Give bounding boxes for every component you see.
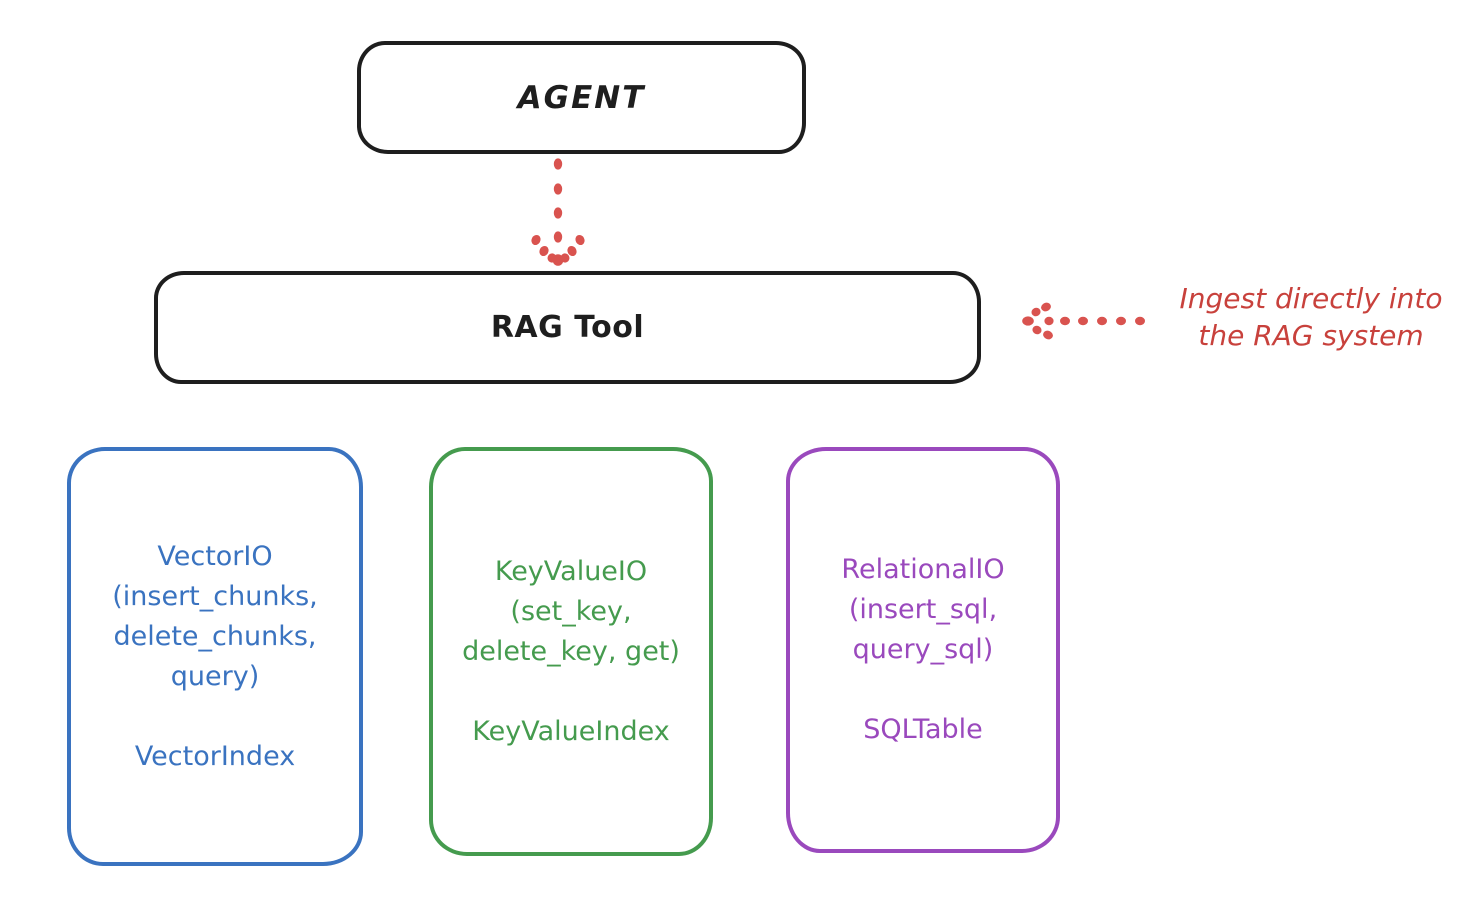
node-key-value-io-primary-label: KeyValueIO (set_key, delete_key, get) bbox=[462, 555, 680, 667]
node-vector-io-secondary-label: VectorIndex bbox=[134, 740, 296, 772]
node-relational-io-secondary-label: SQLTable bbox=[863, 714, 983, 745]
node-relational-io-primary-label: RelationalIO (insert_sql, query_sql) bbox=[841, 554, 1005, 665]
node-vector-io[interactable]: VectorIO (insert_chunks, delete_chunks, … bbox=[67, 447, 363, 866]
node-key-value-io[interactable]: KeyValueIO (set_key, delete_key, get) Ke… bbox=[429, 447, 713, 856]
annotation-ingest-directly: Ingest directly into the RAG system bbox=[1179, 282, 1443, 352]
node-vector-io-primary-label: VectorIO (insert_chunks, delete_chunks, … bbox=[112, 540, 318, 692]
node-agent-label: AGENT bbox=[517, 79, 646, 116]
connector-ingest-to-rag-tool-icon bbox=[1022, 302, 1145, 340]
node-rag-tool[interactable]: RAG Tool bbox=[154, 271, 981, 384]
node-agent[interactable]: AGENT bbox=[357, 41, 806, 154]
node-key-value-io-secondary-label: KeyValueIndex bbox=[472, 715, 670, 747]
connector-agent-to-rag-tool-icon bbox=[531, 158, 585, 266]
node-relational-io[interactable]: RelationalIO (insert_sql, query_sql) SQL… bbox=[786, 447, 1060, 853]
node-rag-tool-label: RAG Tool bbox=[490, 310, 645, 345]
